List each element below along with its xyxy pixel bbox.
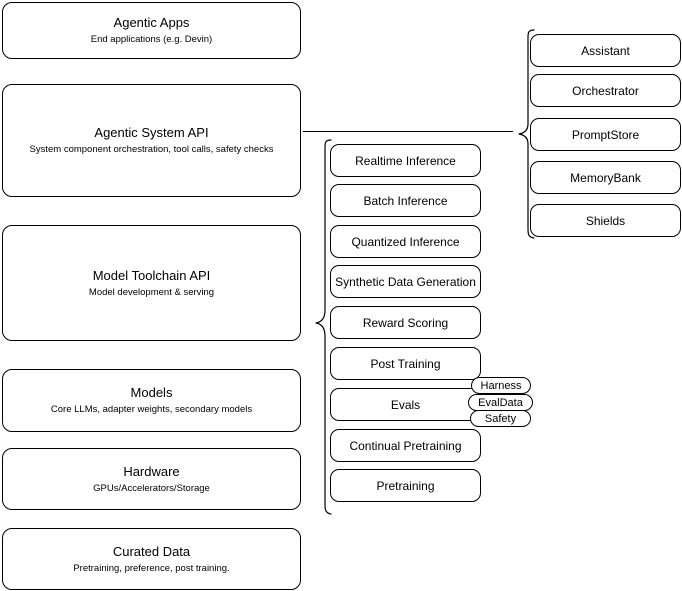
eval-badge-label: EvalData — [478, 396, 523, 409]
brace-toolchain-capabilities — [315, 139, 332, 515]
capability-label: Realtime Inference — [355, 153, 456, 168]
capability-box-post-training[interactable]: Post Training — [330, 347, 481, 380]
layer-title: Curated Data — [112, 543, 191, 559]
layer-box-models[interactable]: Models Core LLMs, adapter weights, secon… — [2, 369, 301, 432]
layer-title: Agentic System API — [94, 125, 209, 140]
capability-box-pretraining[interactable]: Pretraining — [330, 469, 481, 502]
capability-label: Pretraining — [376, 478, 435, 493]
layer-title: Agentic Apps — [113, 15, 190, 30]
capability-label: Quantized Inference — [351, 234, 460, 249]
system-component-box-memorybank[interactable]: MemoryBank — [530, 161, 681, 194]
layer-subtitle: Pretraining, preference, post training. — [73, 562, 230, 574]
layer-box-agentic-system-api[interactable]: Agentic System API System component orch… — [2, 84, 301, 197]
layer-box-hardware[interactable]: Hardware GPUs/Accelerators/Storage — [2, 448, 301, 510]
connector-agentic-system-api-to-components — [303, 131, 513, 132]
layer-subtitle: Model development & serving — [88, 286, 215, 298]
eval-badge-label: Harness — [480, 379, 522, 392]
system-component-label: Shields — [585, 213, 626, 228]
layer-box-model-toolchain-api[interactable]: Model Toolchain API Model development & … — [2, 225, 301, 341]
capability-box-synthetic-data-generation[interactable]: Synthetic Data Generation — [330, 265, 481, 298]
layer-subtitle: End applications (e.g. Devin) — [90, 34, 213, 45]
layer-box-agentic-apps[interactable]: Agentic Apps End applications (e.g. Devi… — [2, 2, 301, 59]
system-component-box-shields[interactable]: Shields — [530, 204, 681, 237]
capability-box-batch-inference[interactable]: Batch Inference — [330, 184, 481, 217]
layer-subtitle: GPUs/Accelerators/Storage — [93, 482, 210, 494]
capability-box-quantized-inference[interactable]: Quantized Inference — [330, 225, 481, 258]
capability-label: Continual Pretraining — [349, 438, 462, 453]
eval-badge-label: Safety — [484, 412, 517, 425]
layer-title: Hardware — [123, 463, 180, 479]
eval-badge-harness[interactable]: Harness — [471, 377, 531, 394]
layer-box-curated-data[interactable]: Curated Data Pretraining, preference, po… — [2, 528, 301, 590]
system-component-label: Orchestrator — [572, 83, 639, 98]
capability-box-evals[interactable]: Evals — [330, 388, 481, 421]
system-component-label: MemoryBank — [570, 170, 641, 185]
capability-box-reward-scoring[interactable]: Reward Scoring — [330, 306, 481, 339]
system-component-label: Assistant — [581, 43, 630, 58]
capability-box-realtime-inference[interactable]: Realtime Inference — [330, 144, 481, 177]
system-component-box-promptstore[interactable]: PromptStore — [530, 118, 681, 151]
layer-subtitle: Core LLMs, adapter weights, secondary mo… — [50, 404, 253, 415]
system-component-label: PromptStore — [571, 127, 640, 142]
layer-title: Models — [130, 385, 173, 400]
capability-label: Batch Inference — [363, 193, 448, 208]
capability-label: Reward Scoring — [362, 315, 449, 330]
eval-badge-evaldata[interactable]: EvalData — [468, 394, 533, 411]
system-component-box-assistant[interactable]: Assistant — [530, 34, 681, 67]
layer-subtitle: System component orchestration, tool cal… — [29, 144, 274, 155]
capability-label: Post Training — [370, 356, 441, 371]
brace-system-components — [518, 29, 535, 239]
capability-label: Evals — [390, 397, 421, 412]
capability-label: Synthetic Data Generation — [335, 274, 476, 289]
layer-title: Model Toolchain API — [92, 267, 211, 283]
capability-box-continual-pretraining[interactable]: Continual Pretraining — [330, 429, 481, 462]
system-component-box-orchestrator[interactable]: Orchestrator — [530, 74, 681, 107]
eval-badge-safety[interactable]: Safety — [470, 410, 531, 427]
